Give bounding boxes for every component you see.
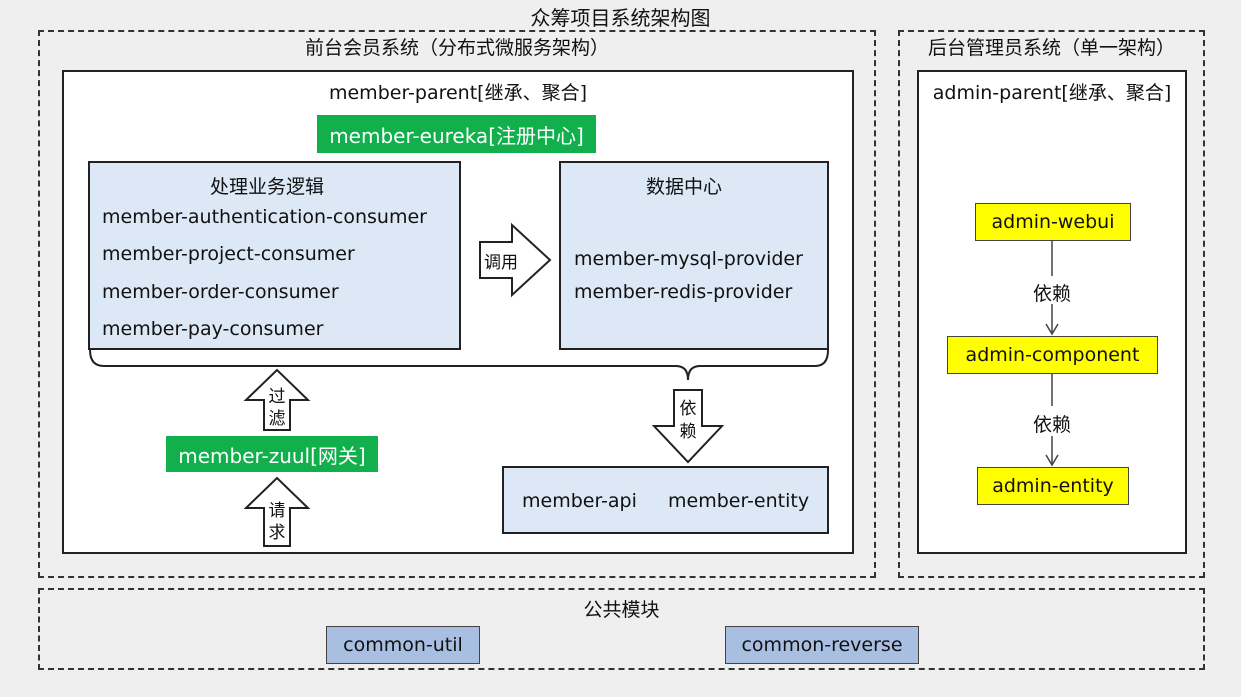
common-reverse-node: common-reverse [725,626,919,664]
common-modules-group [38,588,1205,670]
frontend-system-group [38,30,876,578]
provider-item: member-redis-provider [574,281,793,303]
consumer-item: member-project-consumer [102,243,355,265]
depend-label-1: 依赖 [1033,283,1072,305]
consumer-item: member-pay-consumer [102,318,324,340]
member-entity-label: member-entity [668,490,810,512]
provider-item: member-mysql-provider [574,248,803,270]
common-util-node: common-util [326,626,480,664]
data-center-title: 数据中心 [646,176,723,198]
diagram-title: 众筹项目系统架构图 [530,6,711,30]
common-modules-label: 公共模块 [583,599,660,621]
backend-system-group [898,30,1205,578]
business-logic-box [88,161,461,350]
admin-entity-node: admin-entity [977,467,1129,505]
frontend-system-label: 前台会员系统（分布式微服务架构） [304,37,609,59]
member-zuul-node: member-zuul[网关] [166,436,378,472]
member-parent-label: member-parent[继承、聚合] [328,82,587,104]
member-api-label: member-api [522,490,637,512]
admin-parent-label: admin-parent[继承、聚合] [932,82,1172,104]
depend-label-2: 依赖 [1033,414,1072,436]
backend-system-label: 后台管理员系统（单一架构） [927,37,1175,59]
consumer-item: member-order-consumer [102,281,339,303]
admin-webui-node: admin-webui [975,203,1131,241]
member-eureka-node: member-eureka[注册中心] [317,115,596,153]
consumer-item: member-authentication-consumer [102,206,427,228]
business-logic-title: 处理业务逻辑 [210,176,325,198]
api-entity-box [502,466,829,534]
data-center-box [559,161,829,350]
admin-component-node: admin-component [947,336,1158,374]
